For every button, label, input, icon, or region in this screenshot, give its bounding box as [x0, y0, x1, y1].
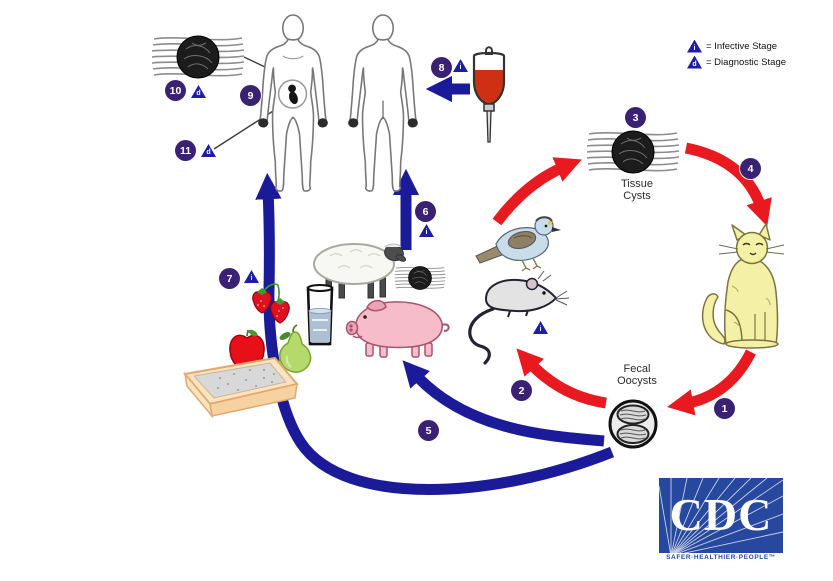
strawberries-illustration: [252, 283, 290, 324]
legend-diagnostic-label: = Diagnostic Stage: [706, 56, 787, 68]
step-10-badge: 10: [165, 80, 186, 101]
step-7-badge: 7: [219, 268, 240, 289]
step-11-badge: 11: [175, 140, 196, 161]
blood-bag-illustration: [472, 46, 506, 143]
step-3-badge: 3: [625, 107, 646, 128]
legend-row-infective: i = Infective Stage: [687, 38, 786, 54]
step-2-badge: 2: [511, 380, 532, 401]
arrow-oocysts-to-food-and-human: [255, 172, 615, 495]
fecal-oocysts-label-line2: Oocysts: [617, 375, 657, 387]
triangle-letter: i: [539, 326, 542, 333]
arrow-bird-to-tissue-cysts: [492, 157, 582, 226]
triangle-letter: i: [459, 64, 462, 71]
pig-illustration: [345, 299, 450, 358]
legend-infective-label: = Infective Stage: [706, 40, 778, 52]
infective-stage-legend-icon: i: [687, 39, 702, 53]
arrow-tissue-cysts-to-cat: [684, 142, 772, 227]
human-back-figure: [347, 14, 419, 192]
cat-illustration: [701, 223, 785, 349]
step-9-badge: 9: [240, 85, 261, 106]
triangle-letter: i: [693, 44, 696, 52]
step-8-badge: 8: [431, 57, 452, 78]
red-cycle-arrows: [492, 142, 772, 416]
triangle-letter: i: [250, 275, 253, 282]
step-1-badge: 1: [714, 398, 735, 419]
sheep-illustration: [313, 243, 407, 299]
tissue-cysts-label-line1: Tissue: [621, 178, 653, 190]
fecal-oocyst-illustration: [608, 399, 658, 449]
arrow-cat-to-oocysts: [667, 349, 756, 416]
step-4-badge: 4: [740, 158, 761, 179]
fetus-icon: [288, 84, 296, 93]
water-glass-illustration: [306, 284, 334, 346]
cdc-acronym: CDC: [669, 489, 773, 540]
diagnostic-stage-legend-icon: d: [687, 55, 702, 69]
tissue-cysts-label: Tissue Cysts: [599, 178, 675, 202]
bird-illustration: [475, 216, 561, 272]
arrow-oocysts-to-pig: [402, 360, 605, 447]
tissue-cyst-cycle-illustration: [586, 130, 680, 174]
blue-transmission-arrows: [255, 75, 615, 495]
cdc-logo: CDC: [659, 478, 783, 553]
tissue-cyst-farm-illustration: [394, 266, 446, 290]
fecal-oocysts-label-line1: Fecal: [623, 363, 651, 375]
triangle-letter: i: [425, 229, 428, 236]
pear-illustration: [279, 324, 312, 373]
legend-row-diagnostic: d = Diagnostic Stage: [687, 54, 786, 70]
cdc-logo-rays: [659, 478, 783, 553]
human-front-figure: [257, 14, 329, 192]
triangle-letter: d: [692, 60, 697, 68]
tissue-cysts-label-line2: Cysts: [623, 190, 651, 202]
litter-box-illustration: [183, 356, 299, 419]
legend: i = Infective Stage d = Diagnostic Stage: [687, 38, 786, 70]
cdc-tagline: SAFER·HEALTHIER·PEOPLE™: [666, 554, 776, 561]
fecal-oocysts-label: Fecal Oocysts: [599, 363, 675, 387]
mouse-illustration: [468, 270, 570, 365]
triangle-letter: d: [206, 149, 211, 156]
step-5-badge: 5: [418, 420, 439, 441]
arrow-oocysts-to-mouse: [516, 348, 607, 409]
step-6-badge: 6: [415, 201, 436, 222]
triangle-letter: d: [196, 90, 201, 97]
tissue-cyst-human-illustration: [151, 35, 245, 79]
